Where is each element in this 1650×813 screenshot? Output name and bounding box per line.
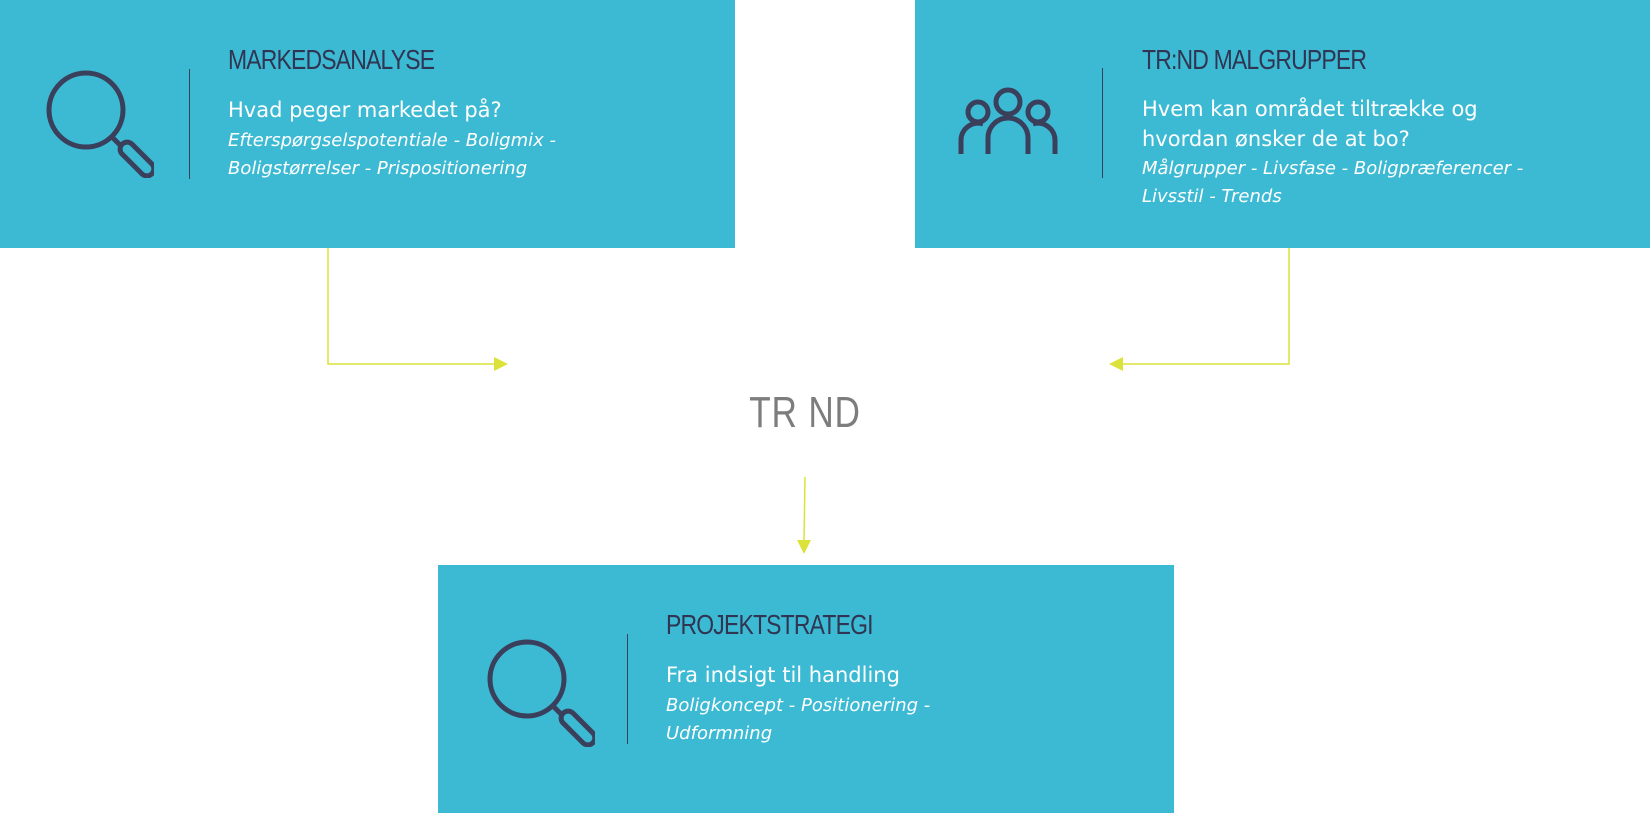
arrow-from-markedsanalyse: [327, 248, 508, 371]
card-details: Boligkoncept - Positionering - Udformnin…: [666, 695, 931, 744]
card-question: Fra indsigt til handling: [666, 663, 900, 687]
card-title: TR:ND MALGRUPPER: [1142, 44, 1367, 75]
card-markedsanalyse: MARKEDSANALYSE Hvad peger markedet på? E…: [0, 0, 735, 248]
arrow-from-malgrupper: [1109, 248, 1290, 371]
card-malgrupper: TR:ND MALGRUPPER Hvem kan området tiltræ…: [915, 0, 1650, 248]
magnifier-icon: [483, 635, 598, 751]
card-question: Hvad peger markedet på?: [228, 98, 502, 122]
card-title: PROJEKTSTRATEGI: [666, 609, 874, 640]
card-divider: [189, 69, 190, 179]
arrow-to-projektstrategi: [797, 476, 811, 554]
card-projektstrategi: PROJEKTSTRATEGI Fra indsigt til handling…: [438, 565, 1174, 813]
people-group-icon: [958, 86, 1058, 162]
center-logo: TR ND: [749, 388, 861, 437]
card-details: Efterspørgselspotentiale - Boligmix - Bo…: [228, 130, 556, 179]
card-question: Hvem kan området tiltrække og hvordan øn…: [1142, 97, 1478, 151]
card-divider: [627, 634, 628, 744]
magnifier-icon: [42, 66, 157, 182]
card-title: MARKEDSANALYSE: [228, 44, 435, 75]
card-details: Målgrupper - Livsfase - Boligpræferencer…: [1142, 158, 1524, 207]
card-divider: [1102, 68, 1103, 178]
